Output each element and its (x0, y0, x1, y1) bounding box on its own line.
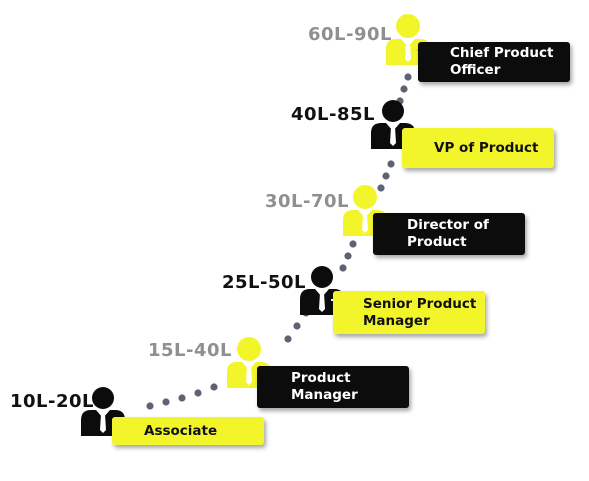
connector-dot (293, 322, 301, 330)
salary-range-chief-product-officer: 60L-90L (308, 24, 393, 45)
role-label-line: Manager (363, 312, 430, 329)
role-label-line: Manager (291, 387, 358, 403)
salary-range-associate: 10L-20L (10, 391, 95, 412)
salary-range-senior-product-manager: 25L-50L (222, 272, 307, 293)
role-label-line: Associate (144, 422, 218, 439)
connector-dot (178, 394, 186, 402)
role-label-chief-product-officer: Chief Product Officer (418, 42, 570, 82)
connector-dot (284, 335, 292, 343)
role-label-line: Officer (450, 62, 501, 78)
role-label-senior-product-manager: Senior Product Manager (333, 291, 485, 334)
connector-dot (387, 160, 395, 168)
role-label-line: Senior Product (363, 295, 477, 312)
salary-range-product-manager: 15L-40L (148, 340, 233, 361)
role-label-line: Director of (407, 217, 489, 233)
connector-dot (382, 172, 390, 180)
connector-dot (344, 252, 352, 260)
role-label-associate: Associate (112, 417, 264, 445)
connector-dot (194, 389, 202, 397)
connector-dot (146, 402, 154, 410)
role-label-vp-of-product: VP of Product (402, 128, 554, 168)
role-label-line: Chief Product (450, 45, 554, 61)
salary-range-director-of-product: 30L-70L (265, 191, 350, 212)
connector-dot (377, 184, 385, 192)
connector-dot (400, 85, 408, 93)
role-label-line: VP of Product (434, 139, 539, 156)
connector-dot (339, 264, 347, 272)
connector-dot (404, 73, 412, 81)
salary-range-vp-of-product: 40L-85L (291, 104, 376, 125)
role-label-line: Product (407, 234, 467, 250)
role-label-line: Product (291, 370, 351, 386)
role-label-director-of-product: Director of Product (373, 213, 525, 255)
role-label-product-manager: Product Manager (257, 366, 409, 408)
connector-dot (349, 240, 357, 248)
connector-dot (210, 383, 218, 391)
connector-dot (162, 398, 170, 406)
